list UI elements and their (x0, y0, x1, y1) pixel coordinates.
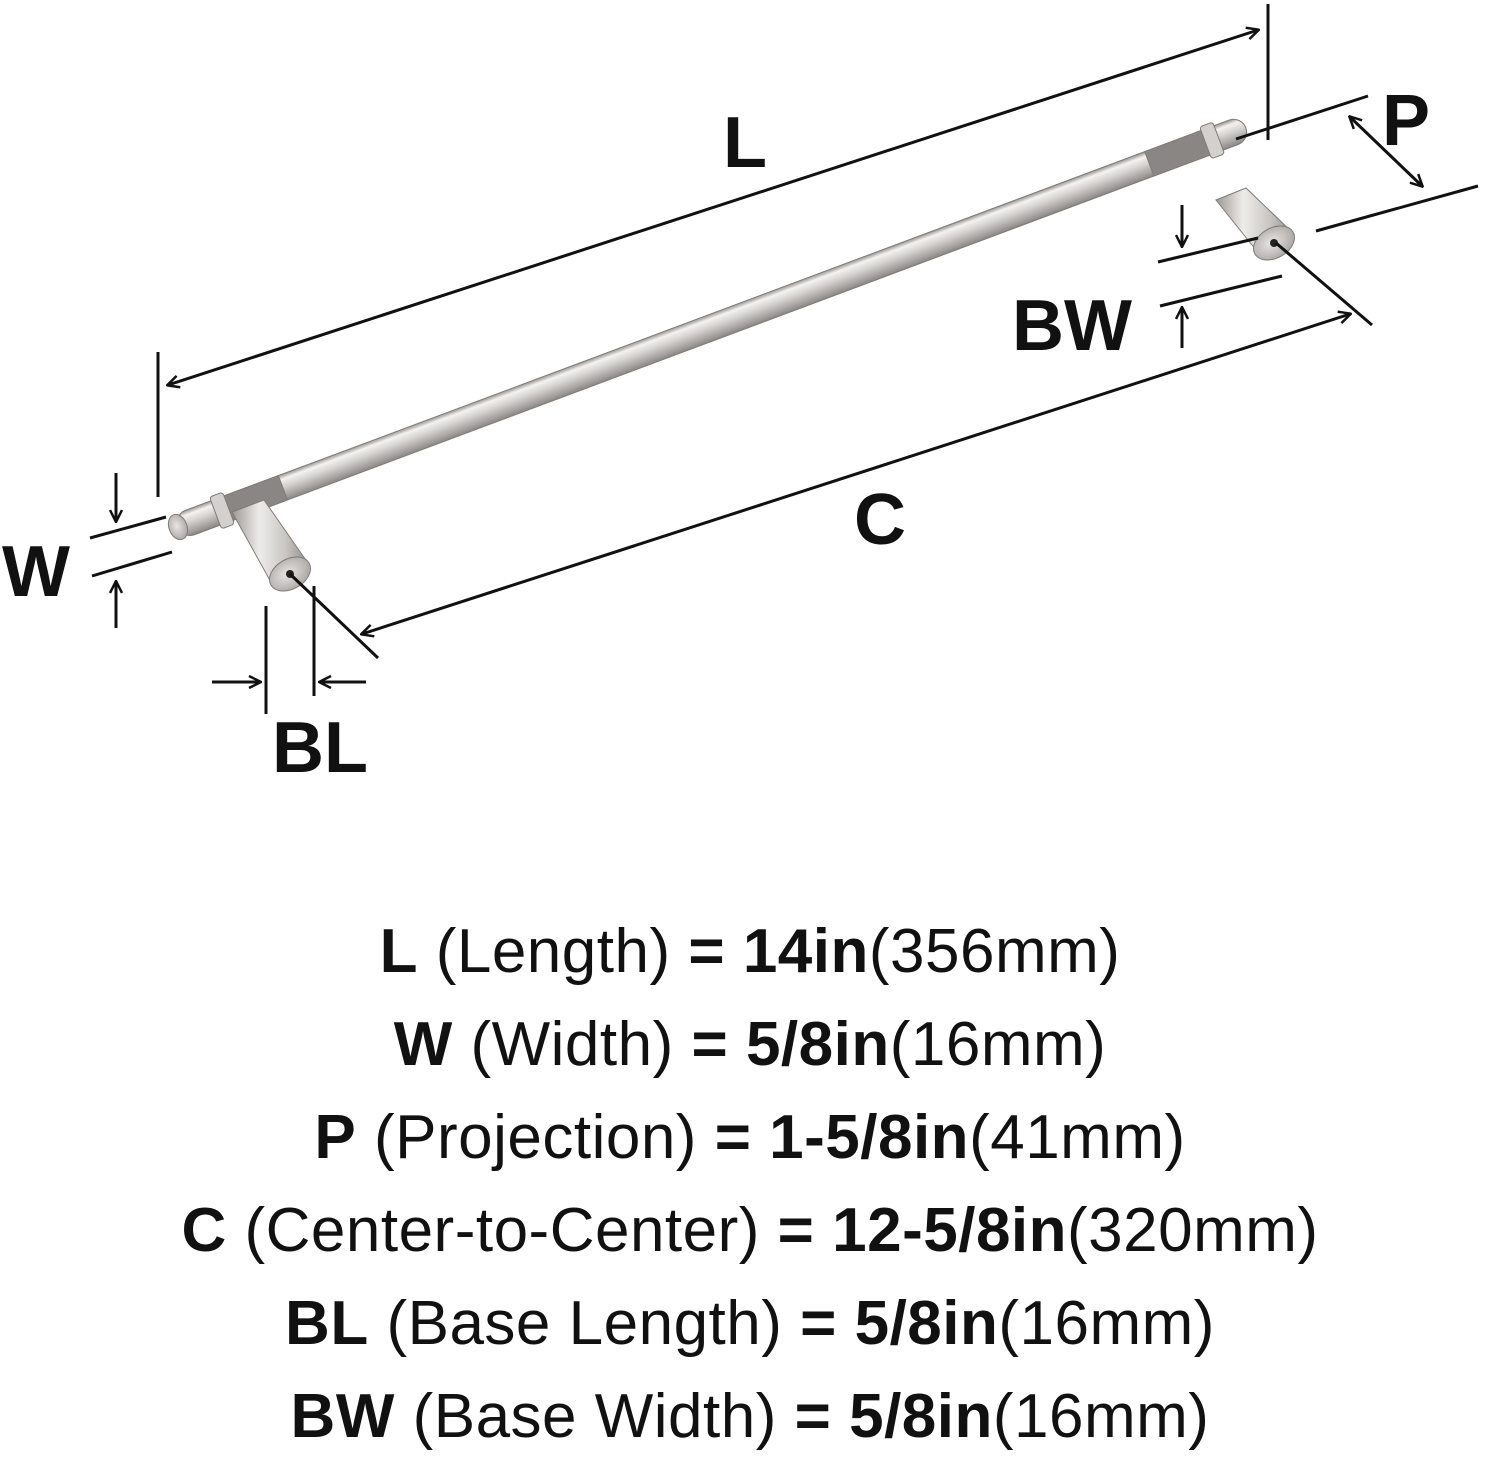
spec-code: L (379, 917, 418, 986)
spec-row: BL (Base Length) = 5/8in(16mm) (0, 1277, 1500, 1370)
spec-equals: = (794, 1382, 832, 1451)
spec-row: P (Projection) = 1-5/8in(41mm) (0, 1091, 1500, 1184)
spec-metric-value: (16mm) (992, 1382, 1210, 1451)
spec-name: (Length) (435, 917, 671, 986)
dimension-diagram: L P BW C W BL (2, 4, 1479, 788)
center-to-center-label: C (854, 480, 906, 560)
spec-equals: = (777, 1196, 815, 1265)
spec-equals: = (714, 1103, 752, 1172)
right-post (1215, 187, 1295, 261)
spec-metric-value: (320mm) (1067, 1196, 1319, 1265)
spec-imperial-value: 14in (742, 917, 869, 986)
spec-row: L (Length) = 14in(356mm) (0, 905, 1500, 998)
base-length-dimension: BL (212, 586, 368, 788)
left-post (231, 499, 311, 592)
spec-imperial-value: 5/8in (745, 1010, 890, 1079)
spec-name: (Base Length) (386, 1289, 783, 1358)
spec-name: (Projection) (373, 1103, 697, 1172)
spec-metric-value: (41mm) (969, 1103, 1186, 1172)
spec-code: W (393, 1010, 453, 1079)
spec-row: C (Center-to-Center) = 12-5/8in(320mm) (0, 1184, 1500, 1277)
spec-imperial-value: 5/8in (849, 1382, 993, 1451)
length-dimension: L (156, 4, 1270, 497)
center-to-center-dimension: C (288, 241, 1373, 660)
spec-code: C (181, 1196, 227, 1265)
length-label: L (723, 103, 767, 183)
spec-row: BW (Base Width) = 5/8in(16mm) (0, 1370, 1500, 1463)
base-length-label: BL (272, 708, 368, 788)
spec-metric-value: (16mm) (998, 1289, 1215, 1358)
spec-equals: = (691, 1010, 729, 1079)
spec-imperial-value: 1-5/8in (769, 1103, 970, 1172)
spec-name: (Base Width) (412, 1382, 777, 1451)
spec-equals: = (800, 1289, 837, 1358)
projection-label: P (1382, 81, 1430, 161)
spec-code: BW (290, 1382, 395, 1451)
base-width-label: BW (1012, 286, 1132, 366)
spec-imperial-value: 5/8in (854, 1289, 999, 1358)
width-label: W (2, 532, 70, 612)
spec-equals: = (688, 917, 726, 986)
spec-row: W (Width) = 5/8in(16mm) (0, 998, 1500, 1091)
spec-code: BL (285, 1289, 369, 1358)
spec-metric-value: (356mm) (868, 917, 1121, 986)
spec-imperial-value: 12-5/8in (832, 1196, 1068, 1265)
spec-code: P (314, 1103, 357, 1172)
spec-name: (Width) (470, 1010, 674, 1079)
width-dimension: W (2, 473, 173, 628)
dimension-spec-list: L (Length) = 14in(356mm)W (Width) = 5/8i… (0, 905, 1500, 1463)
projection-dimension: P (1235, 81, 1479, 233)
spec-metric-value: (16mm) (889, 1010, 1107, 1079)
spec-name: (Center-to-Center) (244, 1196, 760, 1265)
